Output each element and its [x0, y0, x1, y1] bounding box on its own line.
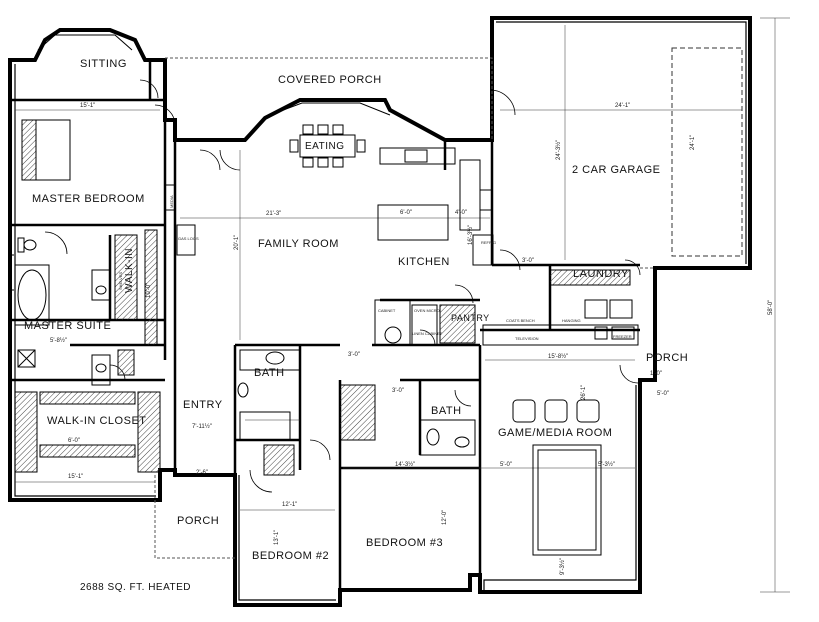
room-sitting: SITTING — [80, 58, 127, 70]
dim-bed2-depth: 13'-1" — [274, 530, 280, 545]
room-pantry: PANTRY — [451, 313, 490, 323]
room-kitchen: KITCHEN — [398, 256, 450, 268]
dim-kitchen-depth: 16'-3½" — [467, 225, 474, 245]
dim-garage-width: 24'-1" — [615, 103, 630, 109]
room-laundry: LAUNDRY — [573, 268, 629, 280]
dim-walk-in-depth: 10'-0" — [146, 283, 152, 298]
dim-porch-depth: 5'-0" — [657, 391, 669, 397]
dim-closet-width: 6'-0" — [68, 438, 80, 444]
room-game-media: GAME/MEDIA ROOM — [498, 427, 613, 439]
room-walk-in-closet: WALK-IN CLOSET — [47, 415, 147, 427]
dim-game-bottom: 9'-3½" — [559, 558, 566, 575]
dim-entry-width: 7'-11½" — [192, 423, 212, 430]
label-television: TELEVISION — [515, 336, 539, 341]
room-family-room: FAMILY ROOM — [258, 238, 339, 250]
porch-outlines — [154, 57, 655, 559]
area-note: 2688 SQ. FT. HEATED — [80, 582, 192, 593]
dim-game-depth: 26'-1" — [581, 385, 587, 400]
label-hanging: HANGING — [562, 318, 581, 323]
exterior-walls — [8, 16, 752, 607]
label-refrig: REFRIG — [481, 240, 496, 245]
room-garage: 2 CAR GARAGE — [572, 164, 661, 176]
dim-porch-height: 1'-0" — [650, 371, 662, 377]
dim-door-garage: 3'-0" — [522, 258, 534, 264]
label-freezer: FREEZER — [613, 334, 632, 339]
dim-bed3-width: 14'-3½" — [395, 461, 415, 468]
dim-bed2-width: 12'-1" — [282, 502, 297, 508]
label-shelves: SHELVES — [118, 272, 123, 290]
room-master-bedroom: MASTER BEDROOM — [32, 193, 145, 205]
dim-door-small: 2'-6" — [196, 470, 208, 476]
dim-family-width: 21'-3" — [266, 211, 281, 217]
dim-suite-width: 5'-8½" — [50, 337, 67, 344]
dim-island-width-2: 4'-0" — [455, 210, 467, 216]
room-master-suite: MASTER SUITE — [24, 320, 112, 332]
fixture-labels: GAS LOGS MEDIA CABINET OVEN MICRO LINEN … — [118, 195, 632, 341]
dim-door-hall: 3'-0" — [348, 352, 360, 358]
dimension-text: 15'-1" 15'-1" 21'-3" 24'-1" 24'-3½" 24'-… — [50, 103, 774, 575]
dim-garage-depth: 24'-3½" — [555, 140, 562, 160]
dim-island-width: 6'-0" — [400, 210, 412, 216]
room-bedroom-2: BEDROOM #2 — [252, 550, 330, 562]
fixtures — [14, 119, 639, 556]
dim-bed3-seg: 5'-0" — [500, 462, 512, 468]
dim-master-width-bottom: 15'-1" — [68, 474, 83, 480]
label-oven-micro: OVEN MICRO — [414, 308, 440, 313]
dim-master-width: 15'-1" — [80, 103, 95, 109]
windows — [10, 34, 391, 291]
room-porch-right: PORCH — [646, 352, 689, 364]
dim-overall-depth: 58'-0" — [768, 300, 774, 315]
room-bedroom-3: BEDROOM #3 — [366, 537, 444, 549]
label-gas-logs: GAS LOGS — [178, 236, 199, 241]
room-covered-porch: COVERED PORCH — [278, 74, 382, 86]
dim-game-width: 15'-8½" — [548, 353, 568, 360]
garage-overhead — [671, 47, 743, 257]
label-coats-bench: COATS BENCH — [506, 318, 535, 323]
dim-bed3-depth: 12'-0" — [442, 510, 448, 525]
room-porch-front: PORCH — [177, 515, 220, 527]
dim-bed3-seg2: 5'-3½" — [598, 461, 615, 468]
interior-walls — [10, 60, 640, 605]
room-walk-in: WALK-IN — [124, 248, 135, 293]
room-eating: EATING — [305, 141, 345, 152]
room-bath-center: BATH — [254, 367, 285, 379]
room-bath-right: BATH — [431, 405, 462, 417]
room-entry: ENTRY — [183, 399, 223, 411]
dim-garage-depth-2: 24'-1" — [690, 135, 696, 150]
label-cabinet: CABINET — [378, 308, 396, 313]
dimension-lines — [15, 17, 790, 593]
dim-door-bed3: 3'-0" — [392, 388, 404, 394]
label-linen-cabinet: LINEN CABINET — [412, 331, 443, 336]
door-swings — [44, 79, 641, 493]
dim-family-depth: 20'-1" — [234, 235, 240, 250]
label-media: MEDIA — [169, 195, 174, 208]
